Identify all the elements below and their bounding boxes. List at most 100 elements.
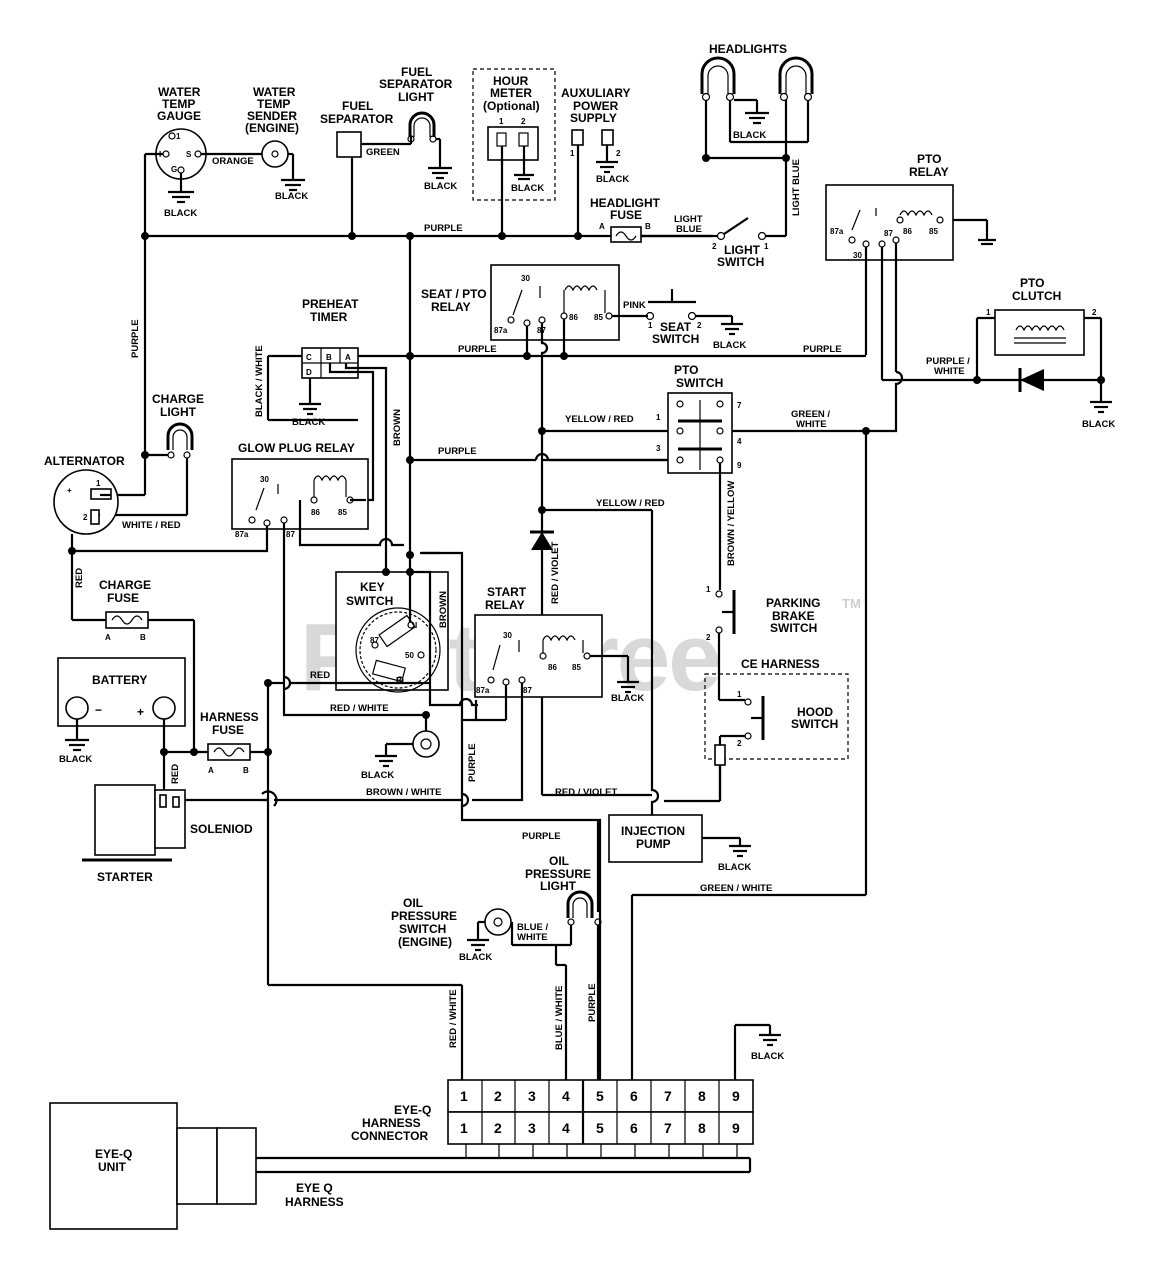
label-headlights: HEADLIGHTS bbox=[709, 42, 787, 56]
label-hour-meter-2: METER bbox=[490, 86, 532, 100]
pin-label: B bbox=[645, 222, 651, 231]
label-harness-fuse-1: HARNESS bbox=[200, 710, 259, 724]
pin-label: 2 bbox=[521, 117, 526, 126]
label-charge-light-2: LIGHT bbox=[160, 405, 197, 419]
pin-label: 87a bbox=[235, 530, 249, 539]
pin-label: 7 bbox=[737, 401, 742, 410]
pin-label: 87 bbox=[370, 636, 379, 645]
wire-label-purple: PURPLE bbox=[458, 344, 497, 355]
label-light-switch-2: SWITCH bbox=[717, 255, 764, 269]
pin-label: 50 bbox=[405, 651, 414, 660]
wire-label-black: BLACK bbox=[733, 130, 766, 141]
wire-label-black: BLACK bbox=[718, 862, 751, 873]
label-parking-brake-1: PARKING bbox=[766, 596, 820, 610]
auxiliary-power-supply bbox=[571, 129, 618, 174]
label-start-relay-1: START bbox=[487, 585, 527, 599]
purple-row-pto bbox=[406, 452, 668, 464]
pin-label: D bbox=[306, 368, 312, 377]
label-oil-switch-3: SWITCH bbox=[399, 922, 446, 936]
wire-label-black: BLACK bbox=[751, 1051, 784, 1062]
pin-label: 87 bbox=[286, 530, 295, 539]
label-parking-brake-2: BRAKE bbox=[772, 609, 815, 623]
connector-pin: 4 bbox=[562, 1088, 570, 1104]
wire-label-yellow-red: YELLOW / RED bbox=[596, 498, 665, 509]
pin-label: 87a bbox=[830, 227, 844, 236]
label-start-relay-2: RELAY bbox=[485, 598, 525, 612]
label-water-temp-gauge-3: GAUGE bbox=[157, 109, 201, 123]
wire-label-light-blue-v: LIGHT BLUE bbox=[791, 159, 802, 216]
label-water-temp-sender-2: TEMP bbox=[257, 97, 290, 111]
label-battery: BATTERY bbox=[92, 673, 147, 687]
pin-label: 2 bbox=[83, 513, 88, 522]
connector-pin: 9 bbox=[732, 1120, 740, 1136]
label-headlight-fuse-2: FUSE bbox=[610, 208, 642, 222]
label-preheat-timer-2: TIMER bbox=[310, 310, 348, 324]
wire-label-black: BLACK bbox=[1082, 419, 1115, 430]
water-temp-sender bbox=[261, 140, 305, 192]
pin-label: B bbox=[396, 676, 402, 685]
wire-label-red: RED bbox=[170, 764, 181, 784]
wire-label-purple-white-2: WHITE bbox=[934, 366, 965, 377]
wire-label-yellow-red: YELLOW / RED bbox=[565, 414, 634, 425]
label-preheat-timer-1: PREHEAT bbox=[302, 297, 359, 311]
glow-plug-relay bbox=[72, 458, 426, 717]
label-key-switch-2: SWITCH bbox=[346, 594, 393, 608]
connector-pin: 1 bbox=[460, 1120, 468, 1136]
connector-top-pins: 1 2 3 4 5 6 7 8 9 bbox=[460, 1088, 740, 1104]
label-solenoid: SOLENIOD bbox=[190, 822, 253, 836]
wire-label-green-white-1: GREEN / bbox=[791, 409, 830, 420]
connector-pin: 8 bbox=[698, 1120, 706, 1136]
wire-label-red: RED bbox=[74, 568, 85, 588]
pin-label: 85 bbox=[594, 313, 603, 322]
label-pto-clutch-2: CLUTCH bbox=[1012, 289, 1061, 303]
pin-label: G bbox=[171, 165, 177, 174]
charge-fuse bbox=[72, 611, 196, 752]
pin-label: 87 bbox=[537, 326, 546, 335]
connector-ground bbox=[733, 1023, 781, 1080]
label-key-switch-1: KEY bbox=[360, 580, 385, 594]
pin-label: 1 bbox=[764, 242, 769, 251]
connector-bottom-pins: 1 2 3 4 5 6 7 8 9 bbox=[460, 1120, 740, 1136]
label-water-temp-gauge-1: WATER bbox=[158, 85, 201, 99]
wire-label-red: RED bbox=[310, 670, 330, 681]
label-oil-switch-4: (ENGINE) bbox=[398, 935, 452, 949]
pin-label: 9 bbox=[737, 461, 742, 470]
label-seat-switch-1: SEAT bbox=[660, 320, 692, 334]
light-switch bbox=[712, 158, 788, 241]
pin-label: 2 bbox=[712, 242, 717, 251]
label-hood-switch-1: HOOD bbox=[797, 705, 833, 719]
connector-pin: 7 bbox=[664, 1120, 672, 1136]
label-hood-switch-2: SWITCH bbox=[791, 717, 838, 731]
oil-pressure-light bbox=[510, 890, 602, 1080]
pin-label: 2 bbox=[706, 633, 711, 642]
pin-label: 4 bbox=[737, 437, 742, 446]
pin-label: + bbox=[67, 486, 72, 495]
pin-label: B bbox=[326, 353, 332, 362]
label-harness-fuse-2: FUSE bbox=[212, 723, 244, 737]
pin-label: 1 bbox=[737, 690, 742, 699]
preheat-timer bbox=[266, 347, 388, 545]
wire-label-purple-v2: PURPLE bbox=[587, 983, 598, 1022]
label-water-temp-sender-1: WATER bbox=[253, 85, 296, 99]
label-pto-switch-1: PTO bbox=[674, 363, 698, 377]
pin-label: 2 bbox=[616, 149, 621, 158]
label-seat-switch-2: SWITCH bbox=[652, 332, 699, 346]
wire-label-green-white: GREEN / WHITE bbox=[700, 883, 772, 894]
connector-pin: 1 bbox=[460, 1088, 468, 1104]
water-temp-gauge bbox=[143, 128, 262, 236]
purple-row-preheat bbox=[358, 352, 866, 360]
wire-label-blue-white-2: WHITE bbox=[517, 932, 548, 943]
pin-label: 1 bbox=[96, 479, 101, 488]
wire-label-purple: PURPLE bbox=[438, 446, 477, 457]
wire-label-black: BLACK bbox=[164, 208, 197, 219]
label-oil-switch-1: OIL bbox=[403, 896, 423, 910]
pin-label: A bbox=[105, 633, 111, 642]
pin-label: 86 bbox=[311, 508, 320, 517]
parking-brake-switch bbox=[715, 590, 736, 700]
pin-label: 85 bbox=[338, 508, 347, 517]
wire-label-black: BLACK bbox=[459, 952, 492, 963]
wire-label-purple: PURPLE bbox=[522, 831, 561, 842]
wire-label-purple-bus: PURPLE bbox=[424, 223, 463, 234]
wire-label-black: BLACK bbox=[424, 181, 457, 192]
wire-label-red-white: RED / WHITE bbox=[330, 703, 389, 714]
